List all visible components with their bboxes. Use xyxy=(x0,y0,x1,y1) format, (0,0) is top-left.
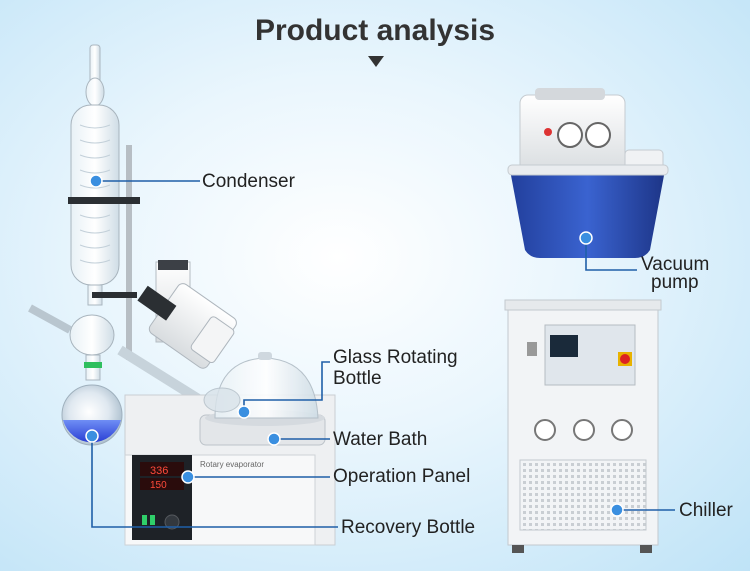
condenser-glass xyxy=(68,44,140,306)
label-water-bath: Water Bath xyxy=(333,429,428,450)
label-operation-panel: Operation Panel xyxy=(333,466,471,487)
label-vacuum-pump-line1: Vacuum xyxy=(641,254,710,275)
condenser-dot-icon xyxy=(89,174,103,188)
panel-display-top: 336 xyxy=(150,465,168,477)
page-title: Product analysis xyxy=(254,14,496,47)
label-glass-rotating-bottle-line1: Glass Rotating xyxy=(333,347,458,368)
rotary-evaporator: 336 150 Rotary evaporator xyxy=(28,44,336,546)
vacuum-pump-callout-line xyxy=(585,238,637,271)
panel-display-bottom: 150 xyxy=(150,480,167,491)
title-down-arrow-icon xyxy=(368,56,384,67)
operation-panel-dot-icon xyxy=(181,470,195,484)
label-vacuum-pump-line2: pump xyxy=(651,272,699,293)
recovery-bottle-dot-icon xyxy=(85,429,99,443)
vacuum-pump xyxy=(507,88,669,258)
label-recovery-bottle: Recovery Bottle xyxy=(341,517,476,538)
label-chiller: Chiller xyxy=(679,500,733,521)
panel-brand-text: Rotary evaporator xyxy=(200,460,264,469)
chiller xyxy=(504,299,662,553)
chiller-dot-icon xyxy=(610,503,624,517)
label-glass-rotating-bottle-line2: Bottle xyxy=(333,368,382,389)
label-condenser: Condenser xyxy=(202,171,295,192)
callout-dots xyxy=(85,174,624,517)
recovery-bottle-callout-line xyxy=(91,436,338,528)
glass-bottle-callout-line xyxy=(243,361,330,412)
glass-bottle-dot-icon xyxy=(237,405,251,419)
water-bath-dot-icon xyxy=(267,432,281,446)
callout-lines xyxy=(91,180,675,528)
vacuum-pump-dot-icon xyxy=(579,231,593,245)
